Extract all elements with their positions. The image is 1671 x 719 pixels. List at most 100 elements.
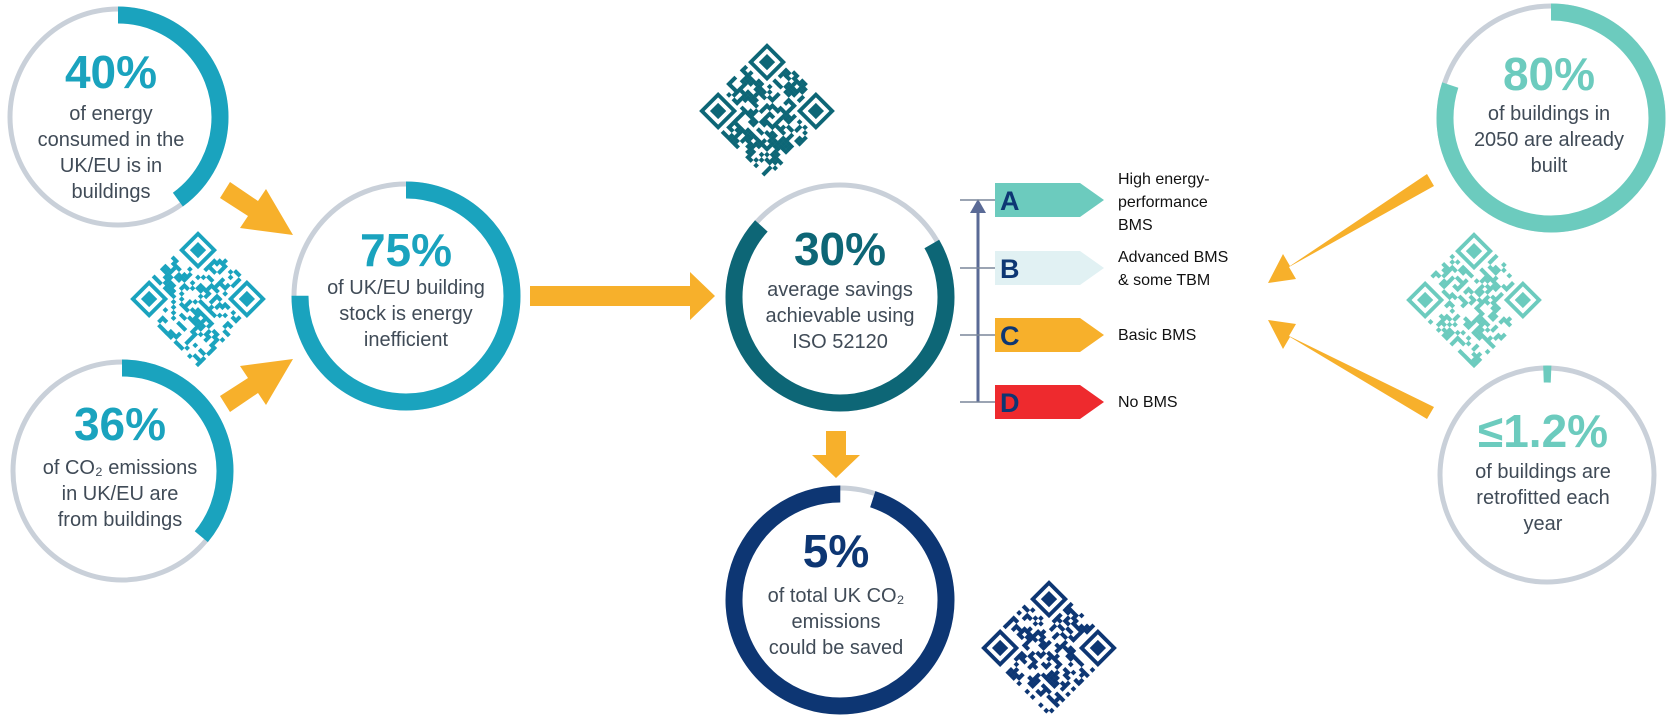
stat-desc-line: achievable using bbox=[766, 305, 915, 327]
ring-progress bbox=[10, 359, 234, 583]
qr-module bbox=[739, 138, 746, 144]
qr-module bbox=[216, 312, 223, 319]
qr-module bbox=[1032, 615, 1039, 622]
stat-desc-line: of buildings are bbox=[1475, 461, 1611, 483]
qr-module bbox=[780, 130, 787, 136]
rating-letter: D bbox=[1000, 388, 1020, 418]
qr-module bbox=[1465, 324, 1472, 331]
qr-module bbox=[162, 307, 169, 313]
stat-desc-line: emissions bbox=[792, 611, 881, 633]
qr-module bbox=[225, 331, 231, 338]
stat-desc-line: in UK/EU are bbox=[62, 483, 179, 505]
stat-desc-line: retrofitted each bbox=[1476, 487, 1609, 509]
stat-value: 36% bbox=[74, 398, 166, 450]
qr-module bbox=[1054, 702, 1061, 709]
stat-desc-line: built bbox=[1531, 155, 1568, 177]
qr-module bbox=[1487, 259, 1494, 265]
qr-code-icon bbox=[130, 231, 266, 368]
qr-module bbox=[197, 293, 204, 300]
qr-module bbox=[788, 127, 795, 134]
qr-module bbox=[184, 345, 190, 351]
qr-module bbox=[1084, 628, 1090, 635]
qr-module bbox=[192, 299, 199, 305]
rating-label-line: No BMS bbox=[1118, 394, 1178, 411]
qr-module bbox=[796, 119, 803, 125]
qr-module bbox=[1452, 294, 1458, 301]
qr-module bbox=[1446, 316, 1453, 323]
rating-label-line: Advanced BMS bbox=[1118, 249, 1228, 266]
qr-code-icon bbox=[699, 43, 835, 177]
qr-module bbox=[200, 350, 207, 357]
qr-module bbox=[766, 89, 773, 95]
arrow-savings-to-saved bbox=[812, 431, 860, 478]
qr-module bbox=[758, 130, 765, 136]
qr-module bbox=[208, 277, 215, 283]
stat-desc-line: of CO₂ emissions bbox=[43, 457, 197, 479]
qr-module bbox=[1065, 609, 1071, 616]
qr-module bbox=[761, 170, 768, 177]
qr-module bbox=[1449, 259, 1456, 265]
qr-module bbox=[1449, 308, 1456, 314]
stat-desc-line: year bbox=[1524, 513, 1563, 535]
qr-module bbox=[764, 151, 770, 158]
qr-module bbox=[1089, 667, 1096, 673]
qr-module bbox=[796, 97, 803, 104]
qr-module bbox=[1446, 321, 1453, 328]
qr-module bbox=[1057, 618, 1063, 624]
stat-value: 40% bbox=[65, 46, 157, 98]
stat-desc-line: from buildings bbox=[58, 509, 183, 531]
stat-value: 5% bbox=[803, 525, 869, 577]
rating-a: A High energy- performance BMS bbox=[995, 171, 1210, 234]
qr-module bbox=[1506, 272, 1513, 279]
qr-module bbox=[1484, 348, 1491, 355]
qr-module bbox=[753, 157, 759, 163]
arrow-retrofit-to-ratings bbox=[1268, 320, 1434, 419]
stat-desc-line: of energy bbox=[69, 103, 152, 125]
stat-energy: 40% of energy consumed in the UK/EU is i… bbox=[7, 6, 229, 228]
qr-finder-core bbox=[1465, 242, 1483, 260]
qr-module bbox=[1449, 302, 1456, 309]
qr-module bbox=[1013, 618, 1020, 624]
ring-progress bbox=[1436, 3, 1666, 233]
qr-module bbox=[1016, 609, 1022, 616]
qr-module bbox=[1065, 691, 1071, 698]
arrow-co2-to-inefficient bbox=[220, 359, 293, 412]
stat-desc-line: of total UK CO₂ bbox=[768, 585, 905, 607]
qr-module bbox=[178, 296, 185, 302]
qr-module bbox=[192, 342, 199, 349]
qr-module bbox=[1498, 319, 1505, 325]
qr-module bbox=[200, 274, 207, 281]
qr-module bbox=[1037, 702, 1044, 709]
qr-module bbox=[1010, 675, 1017, 681]
qr-module bbox=[1016, 675, 1022, 681]
rating-d: D No BMS bbox=[995, 385, 1178, 419]
ring-progress bbox=[725, 182, 955, 412]
qr-module bbox=[219, 337, 226, 343]
rating-tag bbox=[995, 385, 1104, 419]
arrow-built-to-ratings bbox=[1268, 174, 1434, 283]
stat-desc-line: average savings bbox=[767, 279, 913, 301]
qr-module bbox=[1454, 286, 1461, 293]
qr-module bbox=[802, 130, 808, 136]
qr-module bbox=[1484, 321, 1491, 328]
qr-module bbox=[186, 353, 193, 360]
qr-module bbox=[1043, 664, 1050, 671]
qr-module bbox=[1032, 620, 1039, 627]
rating-label-line: High energy- bbox=[1118, 171, 1210, 188]
qr-module bbox=[742, 97, 749, 104]
qr-module bbox=[189, 279, 196, 286]
qr-module bbox=[222, 285, 229, 292]
qr-module bbox=[170, 315, 177, 322]
qr-module bbox=[1441, 272, 1447, 279]
arrow-energy-to-inefficient bbox=[220, 182, 293, 235]
qr-module bbox=[1492, 270, 1499, 276]
qr-module bbox=[1427, 319, 1434, 325]
qr-module bbox=[1029, 694, 1036, 700]
rating-scale: A High energy- performance BMS B Advance… bbox=[960, 171, 1228, 419]
qr-module bbox=[1016, 680, 1022, 687]
qr-module bbox=[753, 162, 759, 169]
stat-value: ≤1.2% bbox=[1478, 405, 1608, 457]
qr-module bbox=[1449, 253, 1456, 260]
qr-module bbox=[189, 285, 196, 292]
qr-module bbox=[766, 83, 773, 90]
